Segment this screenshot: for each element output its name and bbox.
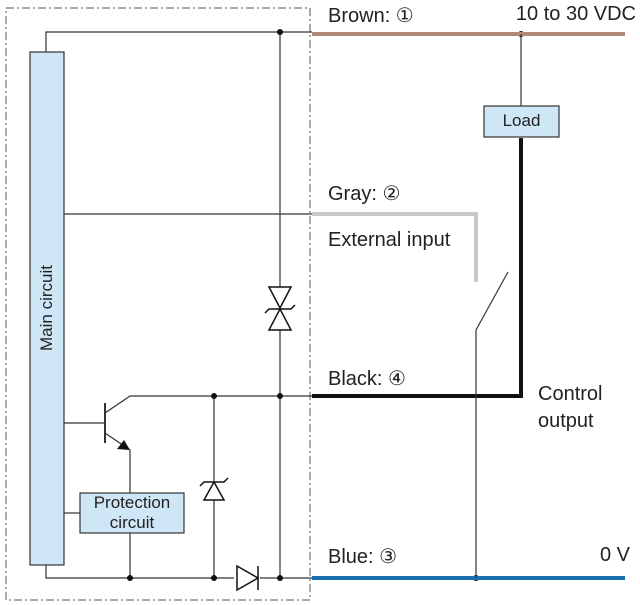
junction-dot (127, 575, 133, 581)
junction-dot (211, 393, 217, 399)
load-block (483, 105, 560, 138)
main-circuit-block (29, 51, 65, 566)
zener-diode (199, 477, 229, 501)
supply-positive-label: 10 to 30 VDC (515, 3, 636, 25)
internal-top-rail (45, 31, 312, 52)
sensor-boundary (5, 7, 311, 601)
protection-circuit-label-line1: Protection (93, 493, 171, 512)
emitter-arrow (117, 440, 130, 450)
junction-dots (127, 29, 524, 581)
supply-negative-label: 0 V (599, 544, 630, 566)
control-output-label-line1: Control (538, 383, 603, 405)
external-input-label: External input (328, 229, 451, 251)
junction-dot (211, 575, 217, 581)
tvs-diode (264, 286, 296, 331)
load-label: Load (502, 111, 541, 130)
internal-wiring (45, 31, 312, 579)
blue-wire-label: Blue: ③ (328, 546, 398, 568)
brown-wire-label: Brown: ① (328, 5, 414, 27)
junction-dot (277, 575, 283, 581)
control-output-label-line2: output (538, 410, 594, 432)
series-diode (234, 564, 260, 592)
gray-wire-label: Gray: ② (328, 183, 401, 205)
junction-dot (277, 393, 283, 399)
gray-wire (312, 212, 478, 282)
protection-circuit-label-line2: circuit (109, 513, 155, 532)
external-thin-wiring (475, 34, 522, 578)
black-wire (312, 138, 523, 398)
transistor-collector (104, 395, 312, 414)
black-wire-label: Black: ④ (328, 368, 406, 390)
protection-circuit-block (79, 492, 185, 534)
transistor-emitter (104, 432, 131, 493)
switch-blade (475, 271, 509, 331)
internal-bottom-rail (45, 565, 312, 579)
junction-dot (277, 29, 283, 35)
main-circuit-label: Main circuit (37, 265, 56, 351)
